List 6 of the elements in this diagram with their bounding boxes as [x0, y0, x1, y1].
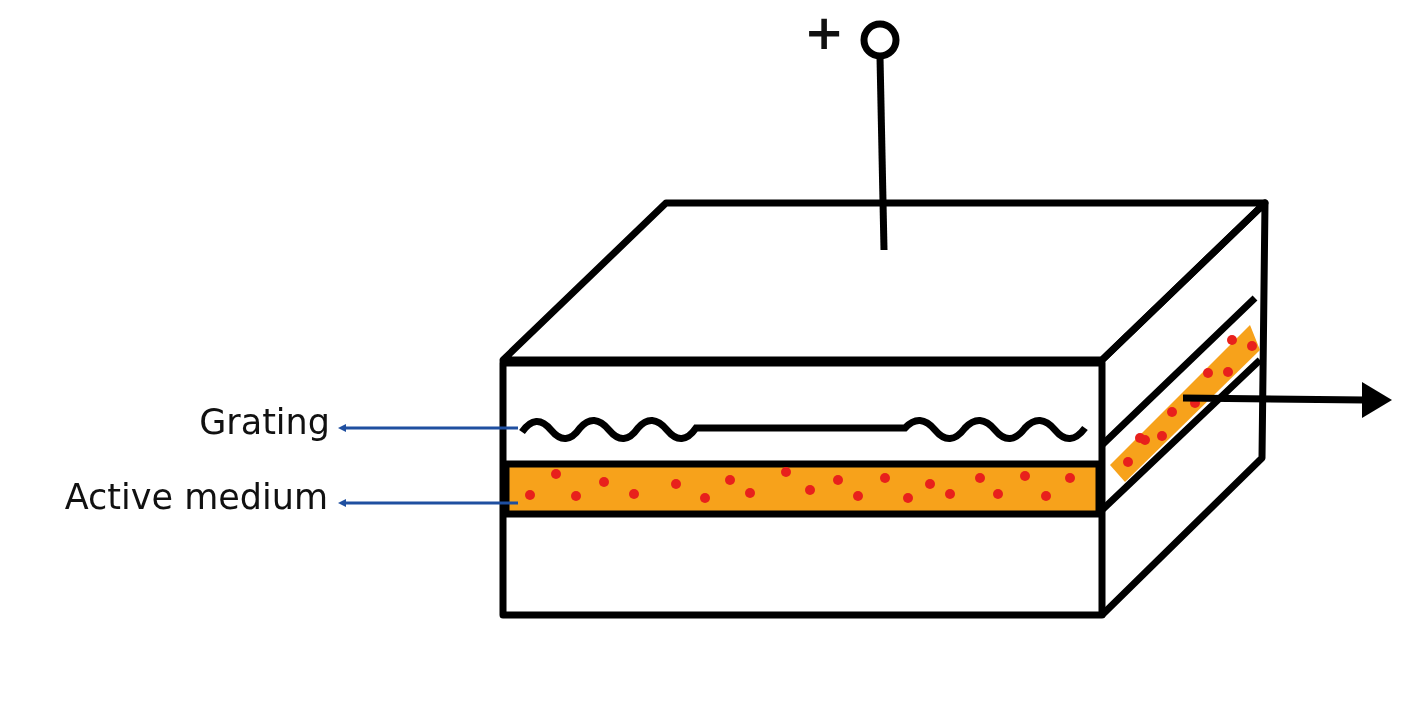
- leader-line: [338, 499, 518, 507]
- polarity-sign: +: [804, 8, 845, 56]
- part-label: Active medium: [64, 480, 328, 515]
- grating-line: [519, 417, 1088, 442]
- part-label: Grating: [199, 405, 330, 440]
- leader-line: [338, 424, 518, 432]
